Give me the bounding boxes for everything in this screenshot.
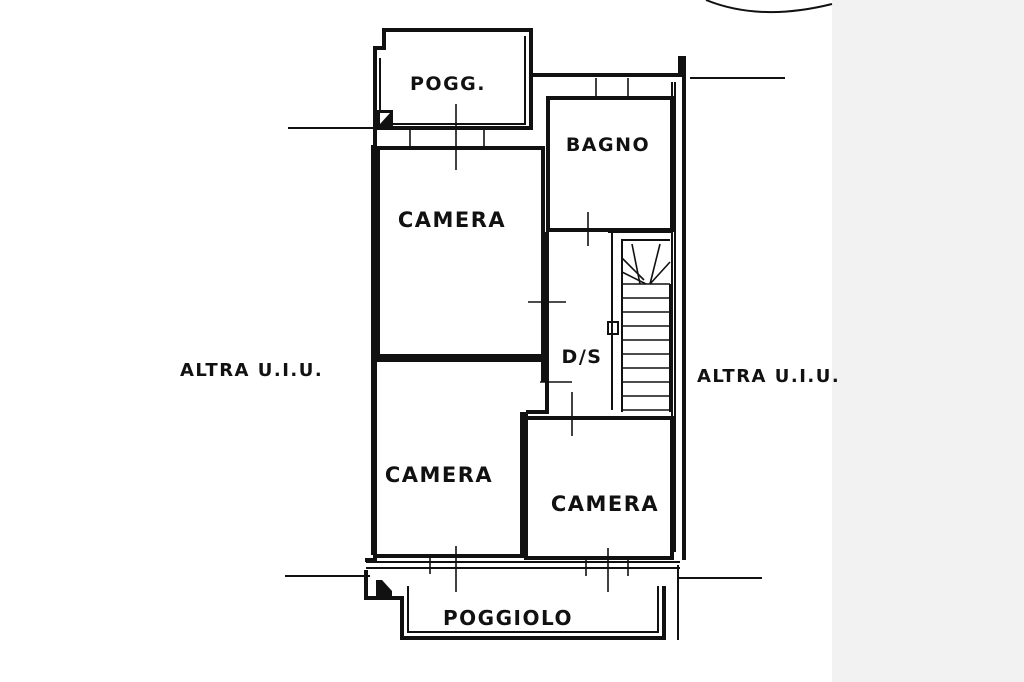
bedroom-lower-left-outline <box>375 358 545 558</box>
hallway-label: D/S <box>562 346 603 368</box>
balcony-bottom-label: POGGIOLO <box>443 606 573 630</box>
bedroom-lower-left-label: CAMERA <box>385 463 493 487</box>
bathroom-label: BAGNO <box>566 134 650 156</box>
bottom-wall <box>366 546 680 592</box>
neighbor-right-label: ALTRA U.I.U. <box>697 366 840 387</box>
balcony-top-label: POGG. <box>410 73 486 95</box>
page-edge <box>832 0 1024 682</box>
bedroom-lower-right-outline <box>524 412 674 560</box>
staircase <box>621 239 671 412</box>
bedroom-lower-right-label: CAMERA <box>551 492 659 516</box>
arc-line <box>705 0 833 14</box>
bathroom-outline <box>546 96 674 232</box>
bedroom-upper-label: CAMERA <box>398 208 506 232</box>
bedroom-upper-outline <box>376 146 545 358</box>
hallway-outline <box>526 231 672 436</box>
neighbor-left-label: ALTRA U.I.U. <box>180 360 323 381</box>
balcony-bottom <box>364 565 679 640</box>
